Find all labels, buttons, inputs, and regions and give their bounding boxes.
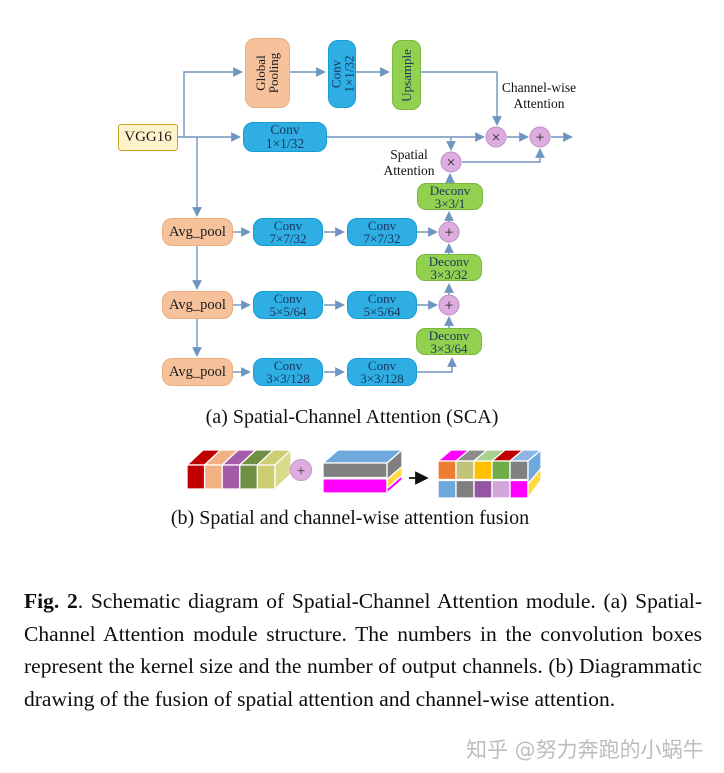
multiply-icon: × <box>446 155 455 172</box>
box-label-line: 1×1/32 <box>265 136 305 151</box>
fusion-graphic: + <box>185 448 543 501</box>
fused-block-front-cell <box>455 479 475 499</box>
channel-wise-attention-label: Channel-wise Attention <box>494 80 584 111</box>
spatial-block-front-slab <box>221 464 241 490</box>
spatial-block-front-slab <box>239 464 259 490</box>
box-label-line: Pooling <box>266 52 282 94</box>
conv-1x1-main-box: Conv 1×1/32 <box>243 122 327 152</box>
channel-block-front-magenta <box>322 478 388 494</box>
channel-block-side <box>386 474 403 495</box>
global-pooling-box: Global Pooling <box>245 38 290 108</box>
box-label-line: 5×5/64 <box>269 304 307 319</box>
box-label-line: 5×5/64 <box>363 304 401 319</box>
fused-block-front-cell <box>491 460 511 481</box>
fused-block-front-cell <box>455 460 475 481</box>
box-label-line: Deconv <box>428 253 470 269</box>
spatial-block-front-slab <box>203 464 223 490</box>
deconv-3x3-32-box: Deconv 3×3/32 <box>416 254 482 281</box>
fused-block-front-cell <box>509 460 529 481</box>
box-label-line: 7×7/32 <box>363 231 401 246</box>
connector-line <box>417 357 457 373</box>
add-row1-node <box>438 221 460 243</box>
spatial-attention-label: Spatial Attention <box>376 147 442 178</box>
plus-icon: + <box>297 464 305 480</box>
watermark: 知乎 @努力奔跑的小蜗牛 <box>466 738 704 762</box>
upsample-box: Upsample <box>392 40 421 110</box>
box-label-line: Conv <box>328 59 344 89</box>
fused-block-front-cell <box>437 479 457 499</box>
fused-block-front-cell <box>491 479 511 499</box>
operator-nodes: × + × + + <box>438 126 551 316</box>
conv-1x1-top-box: Conv 1×1/32 <box>328 40 356 108</box>
global-pooling-label: Global Pooling <box>254 52 282 94</box>
conv-3x3-box-1: Conv 3×3/128 <box>253 358 323 386</box>
connector-line <box>462 148 545 163</box>
plus-icon: + <box>444 298 453 315</box>
figure-caption: Fig. 2. Schematic diagram of Spatial-Cha… <box>24 585 702 715</box>
avg-pool-box-1: Avg_pool <box>162 218 233 246</box>
upsample-label: Upsample <box>399 48 414 102</box>
label-line: Channel-wise <box>501 80 577 95</box>
fused-block-side <box>527 466 542 501</box>
conv-7x7-box-2: Conv 7×7/32 <box>347 218 417 246</box>
subcaption-a: (a) Spatial-Channel Attention (SCA) <box>205 406 499 428</box>
box-label-line: Conv <box>367 218 397 233</box>
fused-block-front-cell <box>437 460 457 481</box>
figure-caption-label: Fig. 2 <box>24 589 78 613</box>
box-label-line: 1×1/32 <box>341 55 357 93</box>
label-line: Attention <box>513 95 565 111</box>
plus-icon: + <box>444 225 453 242</box>
box-label-line: 3×3/64 <box>430 340 468 356</box>
connector-line <box>183 67 243 137</box>
fused-block-front-cell <box>509 479 529 499</box>
box-label-line: 3×3/32 <box>430 266 468 282</box>
box-label-line: Conv <box>273 218 303 233</box>
multiply-channel-node <box>485 126 507 148</box>
multiply-spatial-node <box>440 151 462 173</box>
conv-5x5-box-1: Conv 5×5/64 <box>253 291 323 319</box>
conv-1x1-top-label: Conv 1×1/32 <box>328 55 357 93</box>
deconv-3x3-64-box: Deconv 3×3/64 <box>416 328 482 355</box>
label-line: Spatial <box>390 147 428 162</box>
spatial-block-front-slab <box>256 464 276 490</box>
box-label-line: Conv <box>367 291 397 306</box>
conv-5x5-box-2: Conv 5×5/64 <box>347 291 417 319</box>
box-label-line: Deconv <box>429 182 471 198</box>
connector-line <box>421 71 502 126</box>
box-label-line: Conv <box>367 358 397 373</box>
figure-caption-text: . Schematic diagram of Spatial-Channel A… <box>24 589 702 711</box>
box-label-line: Conv <box>273 358 303 373</box>
fusion-add-node <box>289 458 313 482</box>
avg-pool-box-2: Avg_pool <box>162 291 233 319</box>
box-label-line: 3×3/128 <box>266 371 310 386</box>
box-label-line: 3×3/128 <box>360 371 404 386</box>
box-label-line: 7×7/32 <box>269 231 307 246</box>
multiply-icon: × <box>491 130 500 147</box>
spatial-block-front-slab <box>186 464 206 490</box>
plus-icon: + <box>535 130 544 147</box>
conv-3x3-box-2: Conv 3×3/128 <box>347 358 417 386</box>
subcaption-b: (b) Spatial and channel-wise attention f… <box>170 507 530 529</box>
fused-block-front-cell <box>473 460 493 481</box>
box-label-line: Conv <box>273 291 303 306</box>
add-output-node <box>529 126 551 148</box>
box-label-line: Upsample <box>399 48 414 102</box>
label-line: Attention <box>383 162 435 178</box>
fused-block-front-cell <box>473 479 493 499</box>
add-row2-node <box>438 294 460 316</box>
box-label-line: Conv <box>270 122 300 137</box>
diagram-canvas: × + × + + + <box>178 67 573 501</box>
connectors <box>178 67 573 377</box>
conv-7x7-box-1: Conv 7×7/32 <box>253 218 323 246</box>
avg-pool-box-3: Avg_pool <box>162 358 233 386</box>
vgg16-box: VGG16 <box>118 124 178 151</box>
box-label-line: 3×3/1 <box>434 195 466 211</box>
deconv-3x3-1-box: Deconv 3×3/1 <box>417 183 483 210</box>
box-label-line: Deconv <box>428 327 470 343</box>
channel-block-front-gray <box>322 462 388 479</box>
